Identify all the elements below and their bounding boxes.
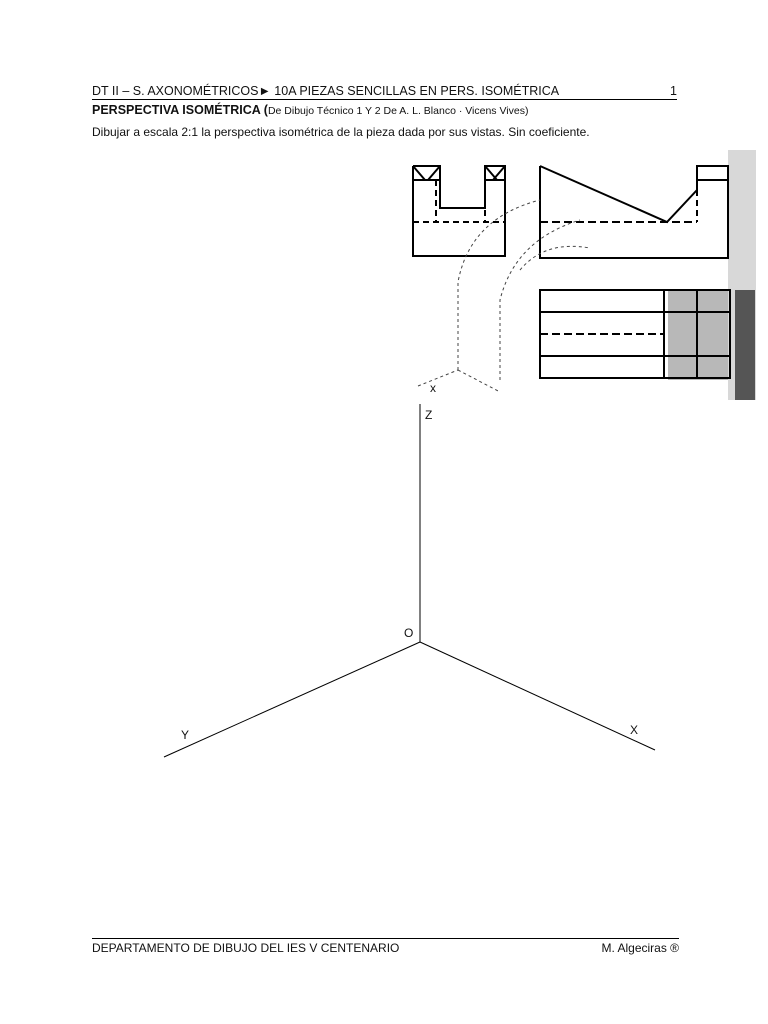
page-number: 1 [670,84,677,98]
x-axis-label: X [630,723,638,737]
side-view [412,165,506,257]
page-header: DT II – S. AXONOMÉTRICOS► 10A PIEZAS SEN… [92,84,677,100]
origin-label: O [404,626,413,640]
footer-department: DEPARTAMENTO DE DIBUJO DEL IES V CENTENA… [92,941,400,955]
page-footer: DEPARTAMENTO DE DIBUJO DEL IES V CENTENA… [92,938,679,955]
subtitle: PERSPECTIVA ISOMÉTRICA (De Dibujo Técnic… [92,103,528,117]
x-axis [419,641,656,751]
orthographic-views-image: x [408,146,756,404]
isometric-axes: Z O X Y [163,404,656,758]
faint-sketch [417,199,591,393]
footer-author: M. Algeciras ® [601,941,679,955]
plan-view [539,289,731,379]
front-view [539,165,729,259]
subtitle-source: De Dibujo Técnico 1 Y 2 De A. L. Blanco … [267,105,529,117]
y-axis-label: Y [181,728,189,742]
y-axis [163,641,421,758]
z-axis-label: Z [425,408,432,422]
header-title: DT II – S. AXONOMÉTRICOS► 10A PIEZAS SEN… [92,84,560,98]
scan-x-mark: x [430,381,436,395]
subtitle-heading: PERSPECTIVA ISOMÉTRICA ( [92,103,268,117]
instruction-text: Dibujar a escala 2:1 la perspectiva isom… [92,125,590,139]
